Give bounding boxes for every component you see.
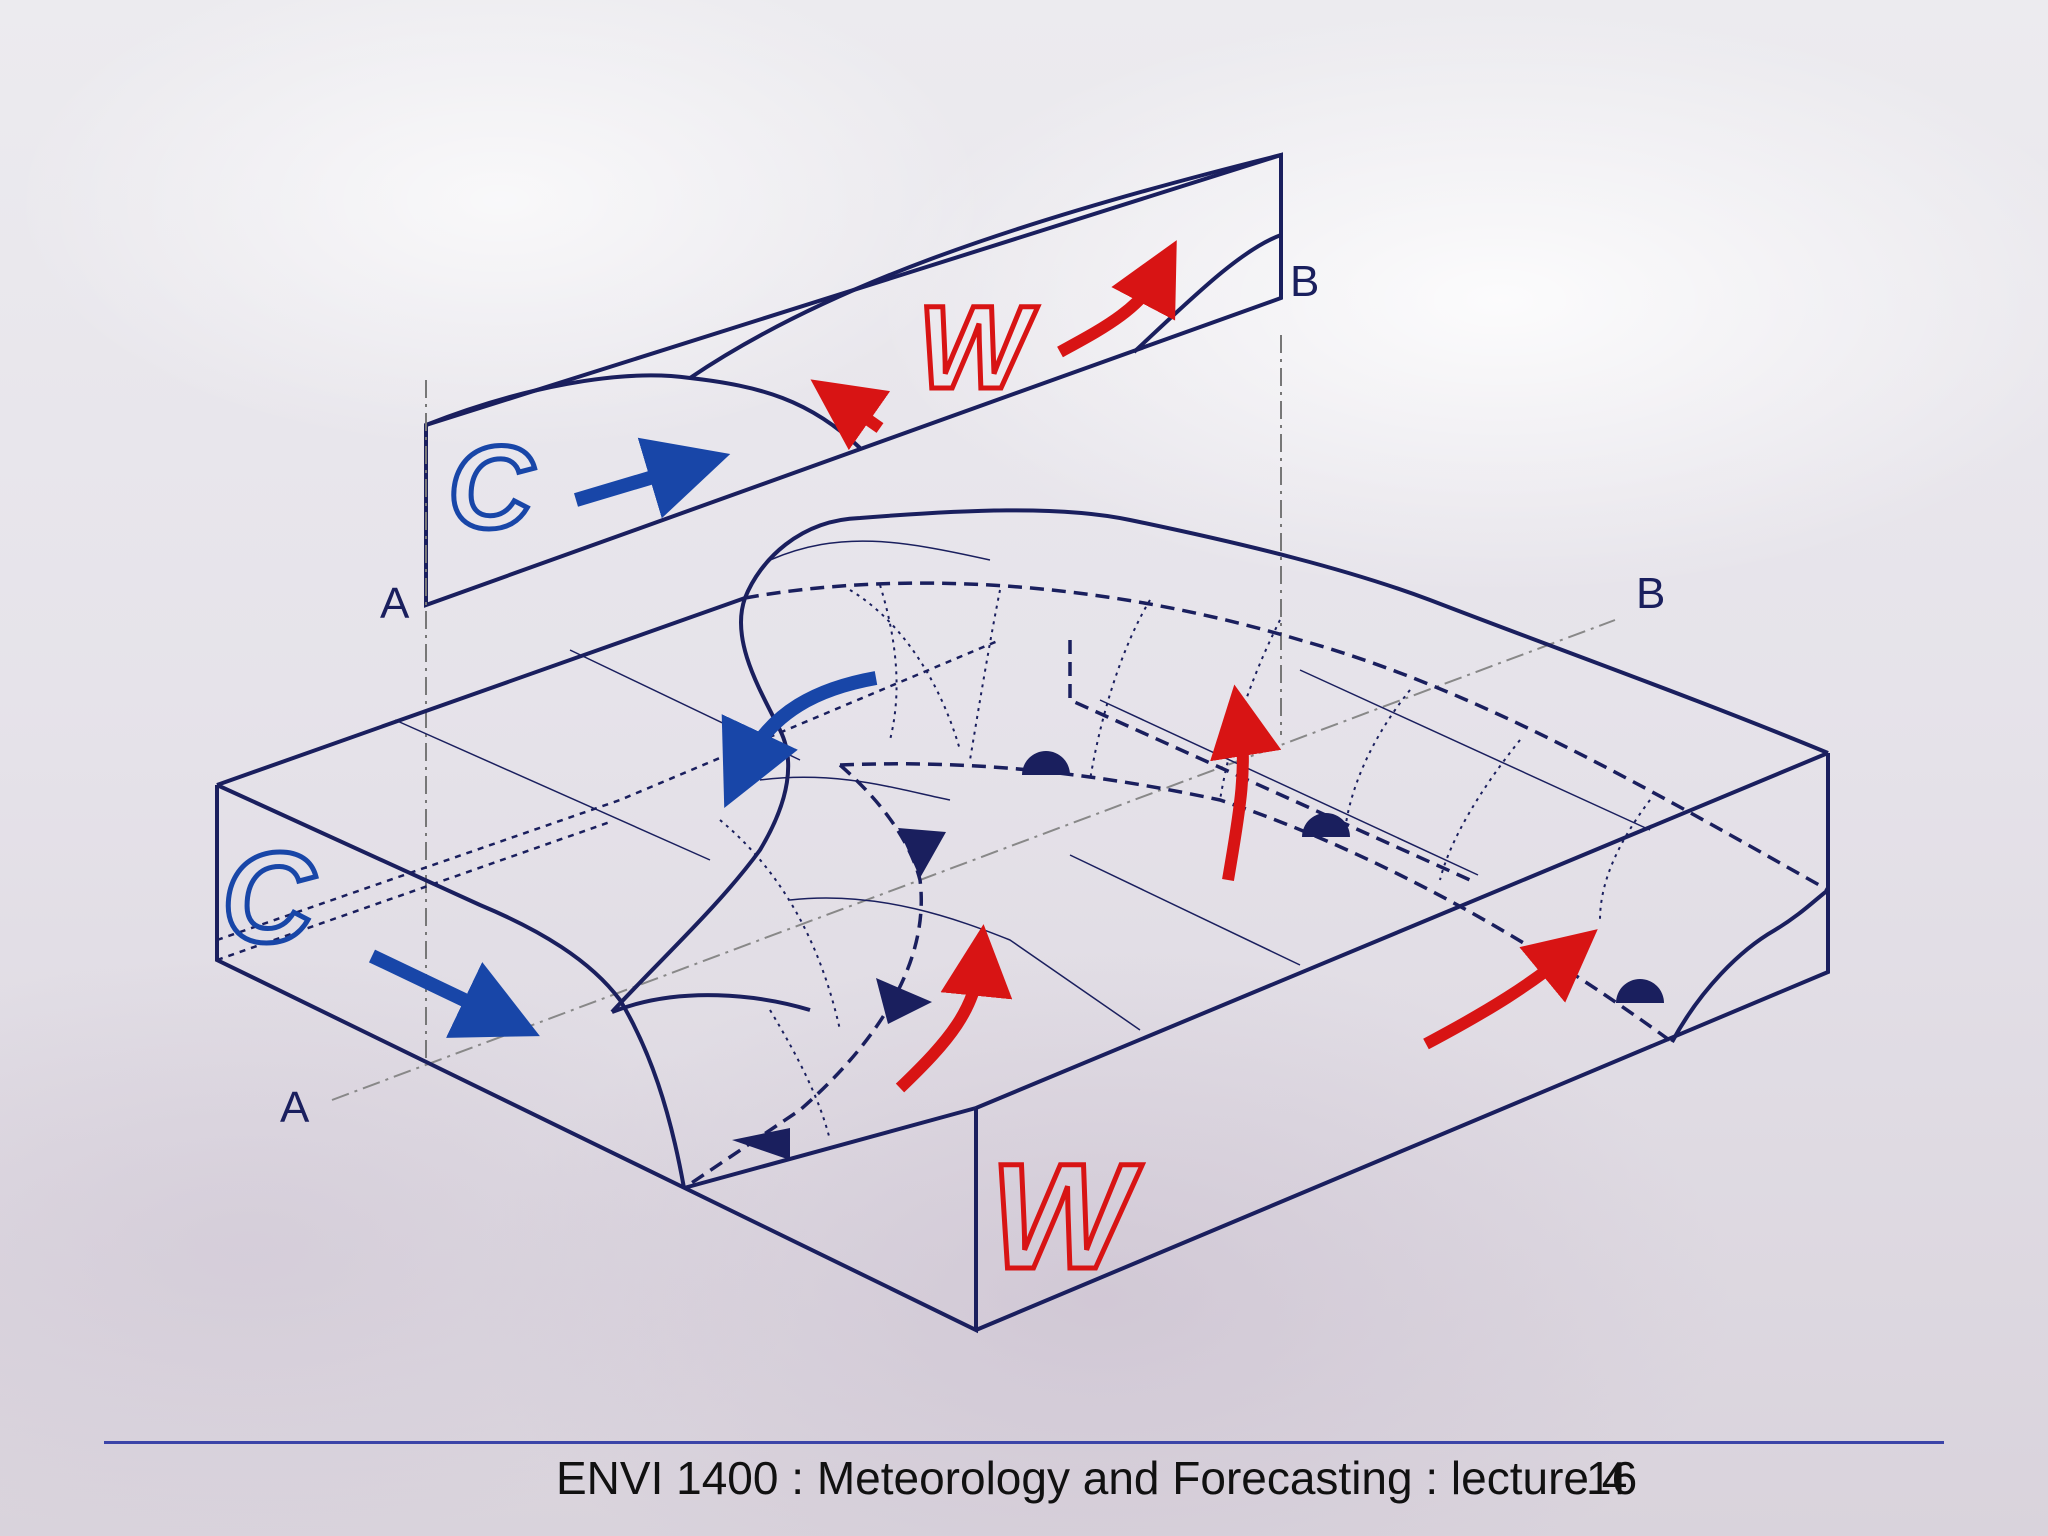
- cold-arrow-top: [573, 437, 731, 519]
- section-label-a-upper: A: [380, 579, 410, 628]
- section-line-a-b: [331, 619, 1616, 1101]
- section-label-b-upper: B: [1290, 257, 1319, 306]
- cold-dome-surface: [743, 508, 1829, 755]
- section-label-b-lower: B: [1636, 569, 1665, 618]
- footer-divider: [104, 1441, 1944, 1444]
- cold-front-symbols: [732, 828, 946, 1160]
- right-front-wedge: [1670, 888, 1830, 1043]
- projection-lines: [425, 335, 1282, 1060]
- cross-section-frame: [424, 152, 1283, 608]
- block-right-top-edge: [975, 751, 1829, 1110]
- warm-arrow-center: [1210, 684, 1282, 881]
- cross-section-warm-front-surface: [688, 153, 1282, 380]
- warm-arrow-right: [1423, 929, 1598, 1050]
- cold-air-arrows: [368, 437, 878, 1038]
- footer-course-title: ENVI 1400 : Meteorology and Forecasting …: [556, 1452, 1628, 1504]
- warm-air-arrows: [810, 240, 1598, 1093]
- block-front-top-edge: [683, 1106, 977, 1190]
- warm-arrow-top-left: [810, 379, 891, 451]
- warm-sector-edge: [611, 993, 811, 1014]
- warm-front-symbols: [1022, 751, 1664, 1003]
- cold-arrow-curve: [721, 671, 878, 809]
- cold-dome-front-ridge: [610, 597, 791, 1014]
- warm-arrow-top-right: [1057, 240, 1177, 358]
- warm-air-label-side: W: [990, 1132, 1143, 1300]
- cold-air-label-top: C: [448, 422, 535, 554]
- block-front-left-edge: [215, 785, 978, 1334]
- cold-arrow-side: [368, 949, 540, 1038]
- cross-section-cold-front-surface: [425, 373, 862, 450]
- footer-slide-number: 16: [1586, 1452, 1638, 1504]
- cold-air-label-side: C: [222, 827, 316, 970]
- cross-section-right-front: [1132, 233, 1282, 354]
- block-left-top-edge: [216, 596, 746, 787]
- block-left-face-front: [216, 783, 686, 1189]
- warm-arrow-lower: [895, 924, 1013, 1093]
- cross-section-panel: [424, 152, 1283, 608]
- section-label-a-lower: A: [280, 1083, 310, 1132]
- warm-air-label-top: W: [918, 282, 1038, 414]
